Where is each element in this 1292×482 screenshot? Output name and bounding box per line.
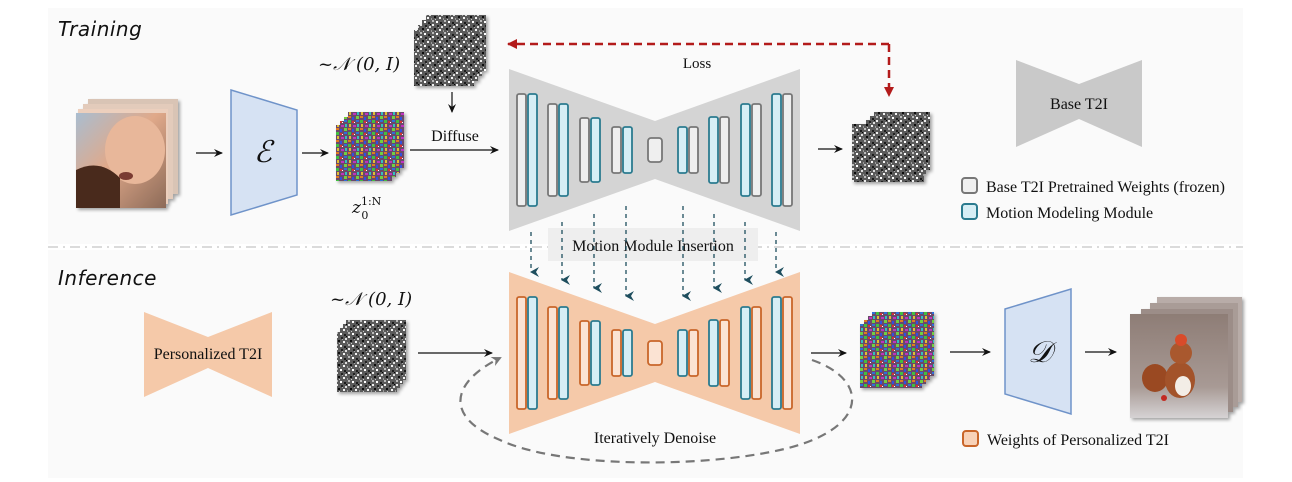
insertion-band xyxy=(548,228,758,261)
base-t2i-shape xyxy=(1016,60,1142,147)
inference-unet-base-layer-2 xyxy=(579,320,590,386)
insertion-label: Motion Module Insertion xyxy=(572,238,734,255)
inference-unet-motion-layer-4 xyxy=(677,329,688,377)
inference-unet-base-layer-5 xyxy=(719,319,730,387)
training-unet-base-layer-6 xyxy=(751,103,762,197)
inference-unet-motion-layer-5 xyxy=(708,319,719,387)
inference-unet-motion-layer-3 xyxy=(622,329,633,377)
legend-frozen-label: Base T2I Pretrained Weights (frozen) xyxy=(986,179,1225,196)
training-unet-motion-layer-6 xyxy=(740,103,751,197)
inference-unet-motion-layer-6 xyxy=(740,306,751,400)
insertion-arrows xyxy=(530,206,784,301)
denoise-loop-arrow xyxy=(459,357,854,464)
training-noise-label: ~𝒩 (0, I) xyxy=(318,54,400,75)
inference-unet-base-layer-7 xyxy=(782,296,793,410)
training-noise-stack xyxy=(414,15,486,86)
legend-personalized-label: Weights of Personalized T2I xyxy=(987,432,1169,449)
inference-title: Inference xyxy=(58,266,157,290)
latent-stack xyxy=(336,112,404,181)
predicted-noise-stack xyxy=(852,112,930,182)
legend-item-frozen: Base T2I Pretrained Weights (frozen) xyxy=(961,177,1225,196)
inference-unet-base-layer-6 xyxy=(751,306,762,400)
training-unet-base-layer-7 xyxy=(782,93,793,207)
face-shape xyxy=(105,116,165,184)
training-unet-base-layer-5 xyxy=(719,116,730,184)
loss-label: Loss xyxy=(683,56,712,72)
base-t2i-label: Base T2I xyxy=(1050,96,1108,113)
squirrel-head-shape xyxy=(1170,342,1192,364)
encoder-symbol: ℰ xyxy=(254,135,275,170)
inference-unet-middle-block xyxy=(647,340,663,366)
personalized-swatch-icon xyxy=(962,430,979,447)
training-unet-middle-block xyxy=(647,137,663,163)
diffuse-label: Diffuse xyxy=(431,128,479,145)
input-video-frames xyxy=(76,99,178,208)
training-title: Training xyxy=(58,17,142,41)
food-shape xyxy=(76,165,120,208)
inference-unet xyxy=(509,272,800,434)
training-unet-base-layer-0 xyxy=(516,93,527,207)
training-unet-base-layer-3 xyxy=(611,126,622,174)
training-unet-base-layer-2 xyxy=(579,117,590,183)
personalized-t2i-shape xyxy=(144,312,272,397)
inference-unet-motion-layer-2 xyxy=(590,320,601,386)
legend-item-motion: Motion Modeling Module xyxy=(961,203,1153,222)
inference-unet-motion-layer-7 xyxy=(771,296,782,410)
training-unet-motion-layer-1 xyxy=(558,103,569,197)
inference-unet-base-layer-3 xyxy=(611,329,622,377)
motion-swatch-icon xyxy=(961,203,978,220)
inference-unet-motion-layer-1 xyxy=(558,306,569,400)
denoise-label: Iteratively Denoise xyxy=(594,430,716,447)
training-unet-base-layer-1 xyxy=(547,103,558,197)
encoder-block xyxy=(230,88,298,217)
legend-motion-label: Motion Modeling Module xyxy=(986,205,1153,222)
training-unet-motion-layer-3 xyxy=(622,126,633,174)
inference-noise-stack xyxy=(337,320,406,392)
output-video-frames xyxy=(1130,297,1242,418)
inference-unet-base-layer-0 xyxy=(516,296,527,410)
personalized-t2i-label: Personalized T2I xyxy=(154,346,263,363)
training-unet-base-layer-4 xyxy=(688,126,699,174)
training-unet-motion-layer-5 xyxy=(708,116,719,184)
inference-unet-base-layer-4 xyxy=(688,329,699,377)
training-unet xyxy=(509,69,800,231)
training-unet-motion-layer-7 xyxy=(771,93,782,207)
training-unet-motion-layer-2 xyxy=(590,117,601,183)
training-unet-motion-layer-4 xyxy=(677,126,688,174)
denoised-latent-stack xyxy=(860,312,934,388)
training-unet-motion-layer-0 xyxy=(527,93,538,207)
inference-unet-base-layer-1 xyxy=(547,306,558,400)
inference-unet-motion-layer-0 xyxy=(527,296,538,410)
decoder-block xyxy=(1004,287,1072,416)
inference-noise-label: ~𝒩 (0, I) xyxy=(330,289,412,310)
squirrel-tail-shape xyxy=(1142,364,1168,392)
legend-item-personalized: Weights of Personalized T2I xyxy=(962,430,1169,449)
frozen-swatch-icon xyxy=(961,177,978,194)
